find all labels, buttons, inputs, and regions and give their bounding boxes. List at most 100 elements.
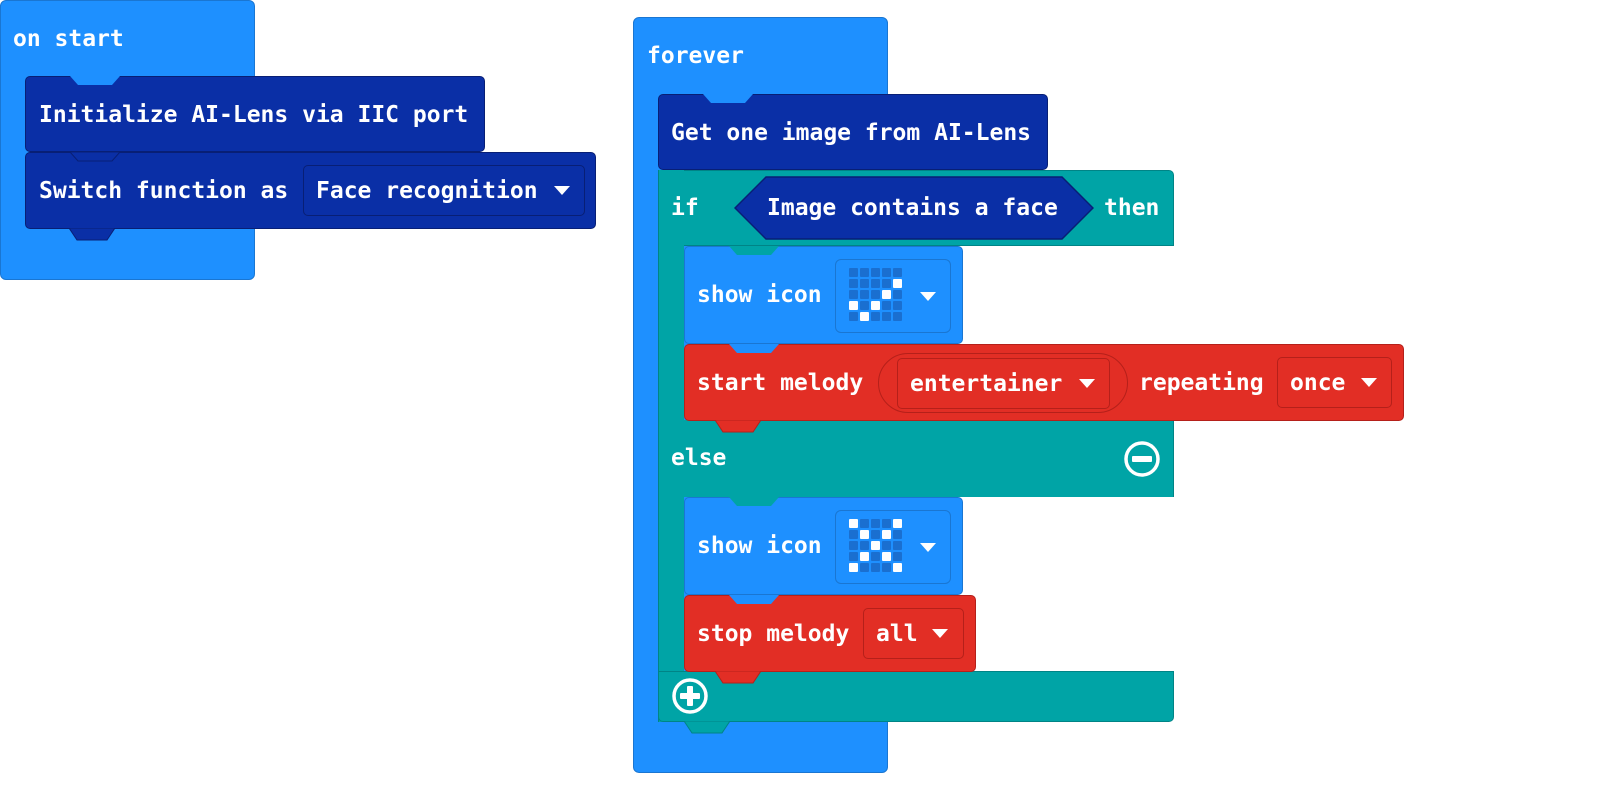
led-pixel bbox=[893, 312, 902, 321]
led-pixel bbox=[882, 290, 891, 299]
plus-circle-icon[interactable] bbox=[671, 677, 709, 715]
led-pixel bbox=[871, 290, 880, 299]
chevron-down-icon bbox=[932, 629, 948, 638]
led-pixel bbox=[882, 301, 891, 310]
led-pixel bbox=[849, 312, 858, 321]
led-pixel bbox=[871, 563, 880, 572]
dropdown-value: Face recognition bbox=[316, 178, 538, 204]
yes-checkmark-icon bbox=[849, 268, 902, 321]
chevron-down-icon bbox=[1361, 378, 1377, 387]
repeat-dropdown[interactable]: once bbox=[1277, 357, 1392, 408]
else-label: else bbox=[671, 445, 727, 471]
led-pixel bbox=[860, 279, 869, 288]
led-pixel bbox=[871, 279, 880, 288]
led-pixel bbox=[849, 519, 858, 528]
led-pixel bbox=[893, 301, 902, 310]
get-image-block[interactable]: Get one image from AI-Lens bbox=[658, 94, 1048, 170]
face-recognition-dropdown[interactable]: Face recognition bbox=[303, 165, 585, 216]
else-row bbox=[658, 420, 1174, 497]
stop-melody-block[interactable]: stop melody all bbox=[684, 595, 976, 672]
led-pixel bbox=[882, 530, 891, 539]
get-image-label: Get one image from AI-Lens bbox=[671, 120, 1032, 146]
led-pixel bbox=[860, 290, 869, 299]
led-pixel bbox=[871, 312, 880, 321]
led-pixel bbox=[882, 279, 891, 288]
notch-icon bbox=[70, 152, 120, 162]
led-pixel bbox=[871, 519, 880, 528]
start-melody-block[interactable]: start melody entertainer repeating once bbox=[684, 344, 1404, 421]
led-pixel bbox=[893, 541, 902, 550]
icon-picker-dropdown[interactable] bbox=[835, 510, 951, 584]
led-pixel bbox=[893, 519, 902, 528]
led-pixel bbox=[849, 301, 858, 310]
led-pixel bbox=[860, 519, 869, 528]
initialize-ai-lens-label: Initialize AI-Lens via IIC port bbox=[39, 102, 469, 128]
repeat-value: once bbox=[1290, 370, 1346, 396]
led-pixel bbox=[860, 268, 869, 277]
led-pixel bbox=[860, 541, 869, 550]
forever-label: forever bbox=[647, 43, 744, 69]
led-pixel bbox=[882, 519, 891, 528]
then-label: then bbox=[1104, 195, 1160, 221]
notch-icon bbox=[703, 94, 753, 103]
led-pixel bbox=[860, 552, 869, 561]
icon-picker-dropdown[interactable] bbox=[835, 259, 951, 333]
show-icon-label: show icon bbox=[697, 282, 822, 308]
chevron-down-icon bbox=[1079, 379, 1095, 388]
notch-icon bbox=[729, 497, 779, 506]
melody-dropdown[interactable]: entertainer bbox=[897, 358, 1110, 409]
notch-icon bbox=[70, 76, 120, 85]
initialize-ai-lens-block[interactable]: Initialize AI-Lens via IIC port bbox=[25, 76, 485, 152]
led-pixel bbox=[882, 268, 891, 277]
led-pixel bbox=[849, 563, 858, 572]
no-x-icon bbox=[849, 519, 902, 572]
led-pixel bbox=[893, 552, 902, 561]
switch-function-label: Switch function as bbox=[39, 178, 289, 204]
led-pixel bbox=[893, 563, 902, 572]
melody-slot: entertainer bbox=[878, 353, 1128, 413]
led-pixel bbox=[860, 301, 869, 310]
start-melody-label: start melody bbox=[697, 370, 864, 396]
notch-icon bbox=[729, 246, 779, 255]
led-pixel bbox=[849, 541, 858, 550]
if-label: if bbox=[671, 195, 699, 221]
stop-melody-label: stop melody bbox=[697, 621, 850, 647]
led-pixel bbox=[893, 279, 902, 288]
led-pixel bbox=[871, 552, 880, 561]
chevron-down-icon bbox=[554, 186, 570, 195]
led-pixel bbox=[893, 290, 902, 299]
led-pixel bbox=[871, 301, 880, 310]
condition-label: Image contains a face bbox=[767, 195, 1058, 221]
melody-value: entertainer bbox=[910, 371, 1063, 397]
bottom-notch-icon bbox=[715, 671, 761, 684]
bottom-notch-icon bbox=[684, 721, 730, 734]
notch-icon bbox=[729, 344, 779, 353]
led-pixel bbox=[882, 552, 891, 561]
led-pixel bbox=[860, 530, 869, 539]
on-start-label: on start bbox=[13, 26, 124, 52]
stop-melody-value: all bbox=[876, 621, 918, 647]
chevron-down-icon bbox=[920, 543, 936, 552]
led-pixel bbox=[882, 312, 891, 321]
switch-function-block[interactable]: Switch function as Face recognition bbox=[25, 152, 596, 229]
chevron-down-icon bbox=[920, 292, 936, 301]
bottom-notch-icon bbox=[69, 228, 115, 241]
show-icon-block[interactable]: show icon bbox=[684, 497, 963, 595]
led-pixel bbox=[882, 541, 891, 550]
show-icon-block[interactable]: show icon bbox=[684, 246, 963, 344]
image-contains-face-condition[interactable] bbox=[734, 176, 1094, 240]
notch-icon bbox=[729, 595, 779, 604]
stop-melody-dropdown[interactable]: all bbox=[863, 608, 964, 659]
show-icon-label: show icon bbox=[697, 533, 822, 559]
led-pixel bbox=[860, 563, 869, 572]
led-pixel bbox=[849, 268, 858, 277]
led-pixel bbox=[849, 290, 858, 299]
bottom-notch-icon bbox=[715, 420, 761, 433]
led-pixel bbox=[849, 552, 858, 561]
led-pixel bbox=[860, 312, 869, 321]
led-pixel bbox=[849, 279, 858, 288]
minus-circle-icon[interactable] bbox=[1123, 440, 1161, 478]
led-pixel bbox=[893, 530, 902, 539]
led-pixel bbox=[849, 530, 858, 539]
led-pixel bbox=[871, 541, 880, 550]
